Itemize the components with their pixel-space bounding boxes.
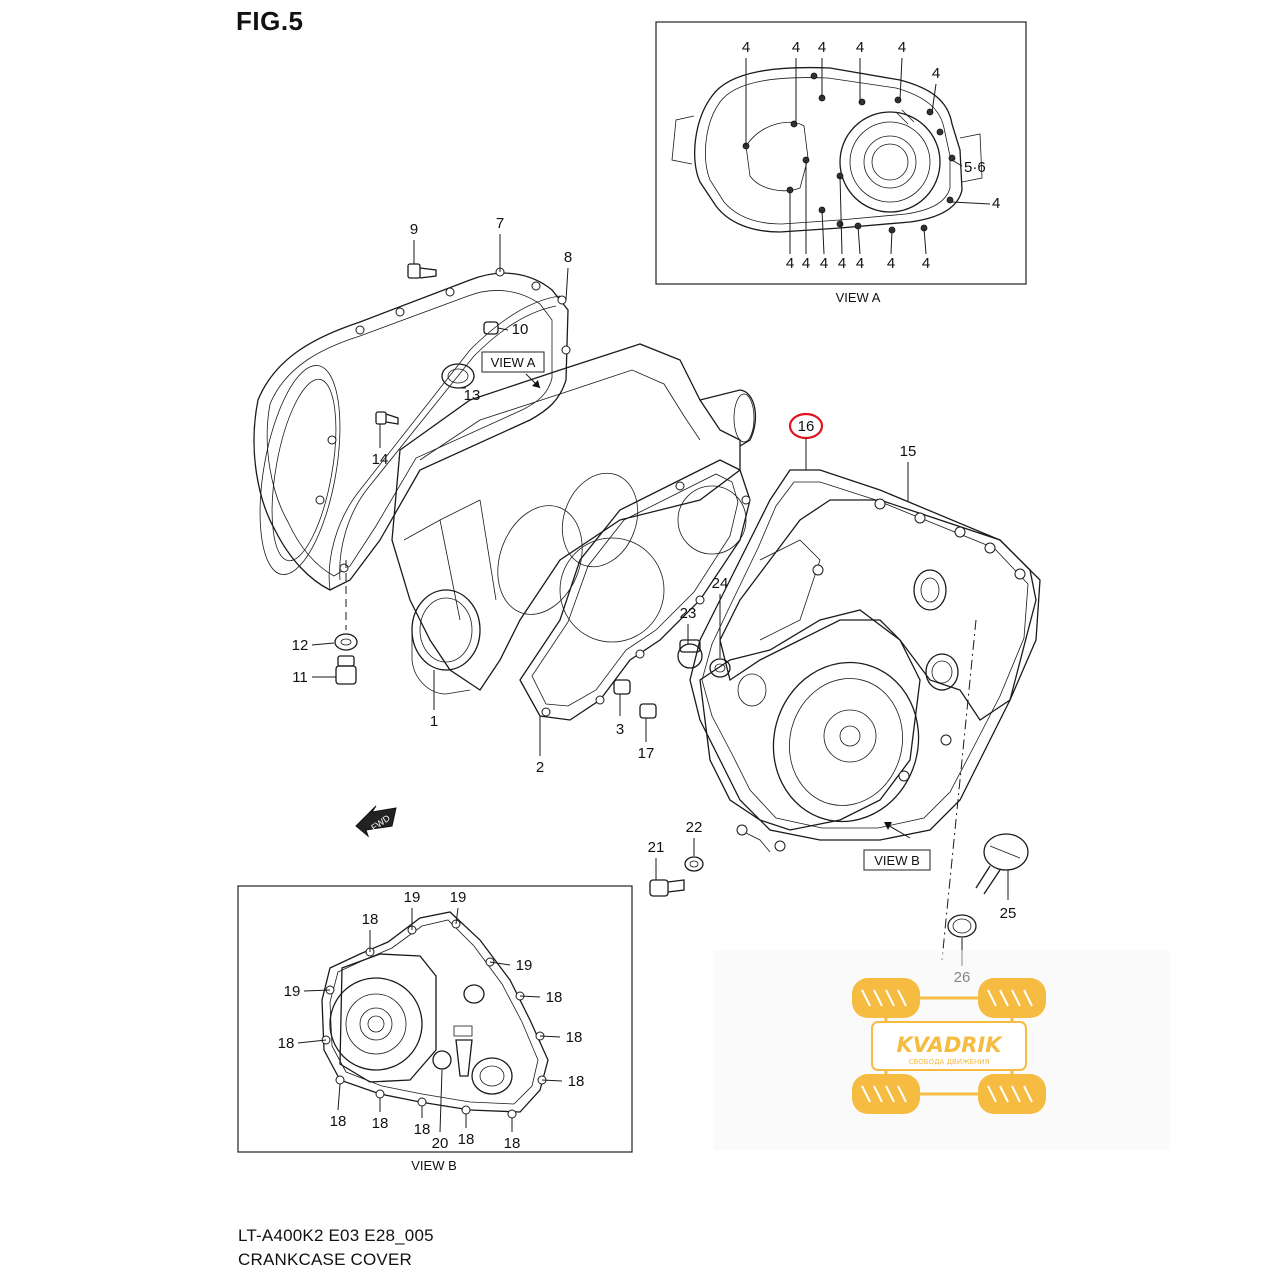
view-a-inset: 4 4 4 4 4 4 5·6 4 4 4 4 4 4 4 4 VIEW A [655,21,1027,305]
section-name: CRANKCASE COVER [238,1250,412,1269]
view-a-tag: VIEW A [481,351,545,389]
callout-4: 4 [992,195,1000,212]
part-16-gasket [689,469,1041,841]
model-code: LT-A400K2 E03 E28_005 [238,1226,434,1245]
svg-text:VIEW B: VIEW B [874,853,920,868]
callout-4: 4 [802,255,810,272]
callout-20: 20 [432,1135,449,1152]
kvadrik-watermark-logo: KVADRIK СВОБОДА ДВИЖЕНИЯ [714,950,1170,1150]
callout-19: 19 [404,889,421,906]
callout-4: 4 [818,39,826,56]
view-b-caption: VIEW B [411,1158,457,1173]
callout-12: 12 [292,637,309,654]
callout-19: 19 [516,957,533,974]
callout-18: 18 [278,1035,295,1052]
figure-title: FIG.5 [236,6,304,36]
callout-17: 17 [638,745,655,762]
callout-19: 19 [284,983,301,1000]
view-b-tag: VIEW B [863,822,931,871]
callout-1: 1 [430,713,438,730]
part-7-outer-cover [253,267,571,591]
callout-18: 18 [504,1135,521,1152]
svg-text:VIEW A: VIEW A [491,355,536,370]
callout-4: 4 [932,65,940,82]
part-9-bolt [407,263,437,279]
main-callouts: 1 2 3 7 8 9 10 11 12 13 14 15 16 17 21 2… [292,215,1017,986]
part-23-plug [677,639,703,669]
part-1-crankcase [391,343,757,695]
callout-14: 14 [372,451,389,468]
fwd-arrow-icon: FWD [355,805,397,838]
callout-13: 13 [464,387,481,404]
callout-11: 11 [292,669,308,686]
callout-4: 4 [856,39,864,56]
callout-4: 4 [856,255,864,272]
callout-24: 24 [712,575,729,592]
callout-4: 4 [898,39,906,56]
callout-4: 4 [742,39,750,56]
part-12-washer [334,633,358,651]
callout-18: 18 [546,989,563,1006]
callout-18: 18 [330,1113,347,1130]
callout-9: 9 [410,221,418,238]
callout-10: 10 [512,321,529,338]
part-11-drain-bolt [335,655,357,685]
callout-8: 8 [564,249,572,266]
callout-7: 7 [496,215,504,232]
callout-16: 16 [798,418,815,435]
callout-19: 19 [450,889,467,906]
callout-15: 15 [900,443,917,460]
callout-25: 25 [1000,905,1017,922]
watermark-tagline: СВОБОДА ДВИЖЕНИЯ [909,1058,990,1066]
part-24-o-ring [709,658,731,678]
part-2-gasket [519,459,751,721]
callout-18: 18 [458,1131,475,1148]
callout-2: 2 [536,759,544,776]
callout-3: 3 [616,721,624,738]
view-b-callouts: 18 19 19 19 19 18 18 18 18 18 18 18 18 1… [278,889,585,1152]
callout-4: 4 [838,255,846,272]
part-15-generator-cover [699,498,1037,853]
callout-23: 23 [680,605,697,622]
part-3-dowel [613,679,631,695]
callout-22: 22 [686,819,703,836]
part-22-washer [684,856,704,872]
callout-18: 18 [566,1029,583,1046]
callout-4: 4 [887,255,895,272]
view-b-inset: 18 19 19 19 19 18 18 18 18 18 18 18 18 1… [237,885,633,1173]
part-14-bolt [375,411,399,425]
callout-4: 4 [792,39,800,56]
callout-18: 18 [372,1115,389,1132]
callout-18: 18 [568,1073,585,1090]
callout-4: 4 [820,255,828,272]
part-17-dowel [639,703,657,719]
part-25-filler-cap [975,833,1029,895]
callout-21: 21 [648,839,665,856]
callout-4: 4 [922,255,930,272]
callout-18: 18 [414,1121,431,1138]
view-a-caption: VIEW A [836,290,881,305]
watermark-brand: KVADRIK [896,1033,1003,1057]
view-a-bottom-callouts: 4 4 4 4 4 4 4 [786,160,930,272]
part-26-o-ring [947,914,977,938]
part-21-bolt [649,879,685,897]
view-a-right-callouts: 5·6 4 [951,159,1000,212]
view-a-top-callouts: 4 4 4 4 4 4 [742,39,940,146]
callout-5-6: 5·6 [964,159,986,176]
callout-18: 18 [362,911,379,928]
callout-4: 4 [786,255,794,272]
